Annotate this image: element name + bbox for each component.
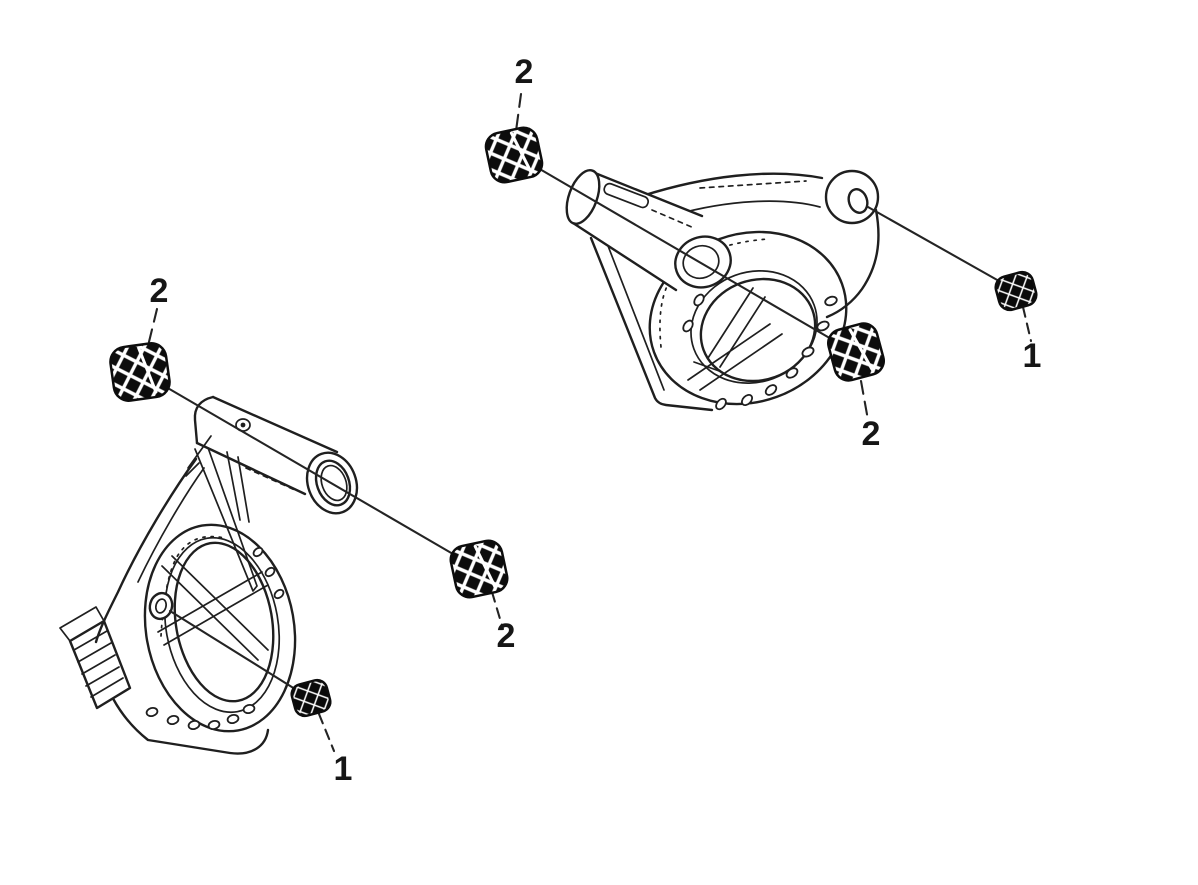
knurled-bushing-left bbox=[109, 342, 171, 402]
leader-plug-bottom bbox=[168, 609, 297, 691]
bridge-lower-edge bbox=[673, 200, 821, 216]
knurled-bushing-top bbox=[484, 126, 544, 184]
callout-leader-top bbox=[514, 92, 523, 133]
ear-hole bbox=[847, 188, 869, 214]
rim-hidden-edge bbox=[659, 238, 769, 348]
leader-bushings-top-assembly bbox=[536, 166, 835, 342]
left-profile-inner bbox=[137, 467, 205, 583]
leader-bushings-bottom-assembly bbox=[164, 385, 455, 556]
callout-leader-lower-right bbox=[859, 379, 870, 422]
wedge-plate-inner bbox=[602, 232, 665, 391]
callout-label-right: 1 bbox=[1023, 337, 1042, 375]
rib-hole-bore bbox=[154, 598, 168, 614]
housing-right-edge bbox=[825, 208, 880, 319]
callout-labels: 2 2 2 2 1 1 bbox=[150, 53, 1042, 788]
bolt-holes bbox=[682, 293, 838, 411]
bolt-holes bbox=[145, 546, 285, 731]
arm-top-edge bbox=[211, 395, 339, 454]
arm-hole-center bbox=[240, 422, 246, 428]
knurled-bushing-lower-right bbox=[827, 322, 885, 382]
rib-lines bbox=[687, 287, 783, 391]
foot-ridges bbox=[73, 630, 124, 698]
knurled-bushing-middle bbox=[449, 539, 509, 599]
strut-wedge bbox=[194, 441, 258, 592]
callout-leader-bottom bbox=[317, 712, 336, 753]
neck-channel bbox=[226, 451, 250, 523]
leader-plug-right bbox=[866, 205, 1001, 283]
callout-label-left: 2 bbox=[150, 272, 169, 310]
housing-top-right bbox=[565, 169, 880, 412]
sleeve-top-edge bbox=[588, 169, 704, 218]
leader-lines bbox=[146, 92, 1033, 753]
callout-label-middle: 2 bbox=[497, 617, 516, 655]
keyway-hidden-line bbox=[651, 209, 695, 229]
callout-leader-middle bbox=[490, 590, 505, 631]
ring-contour bbox=[163, 536, 281, 714]
knurled-plug-right bbox=[994, 270, 1038, 312]
callout-leader-right bbox=[1021, 305, 1033, 343]
arm-hidden-line bbox=[245, 467, 296, 491]
callout-label-lower-right: 2 bbox=[862, 415, 881, 453]
arm-bottom-edge bbox=[195, 441, 307, 496]
arm-boss-bore bbox=[320, 464, 348, 502]
sleeve-bottom-edge bbox=[571, 221, 678, 292]
callout-label-bottom: 1 bbox=[334, 750, 353, 788]
wedge-plate bbox=[589, 236, 714, 412]
rib-hole bbox=[148, 591, 174, 621]
bridge-hidden-edge bbox=[699, 180, 807, 189]
opening bbox=[699, 277, 817, 383]
sleeve-mask bbox=[572, 171, 702, 292]
callout-label-top: 2 bbox=[515, 53, 534, 91]
arm-lug-lines bbox=[185, 435, 212, 477]
bridge-top-edge bbox=[640, 172, 824, 198]
callout-leader-left bbox=[146, 307, 159, 348]
left-profile-edge bbox=[94, 457, 198, 644]
keyway-slot bbox=[603, 182, 650, 209]
rib-lines bbox=[157, 555, 269, 661]
knurled-plug-bottom bbox=[290, 678, 332, 718]
serrated-foot-toe bbox=[59, 606, 105, 642]
